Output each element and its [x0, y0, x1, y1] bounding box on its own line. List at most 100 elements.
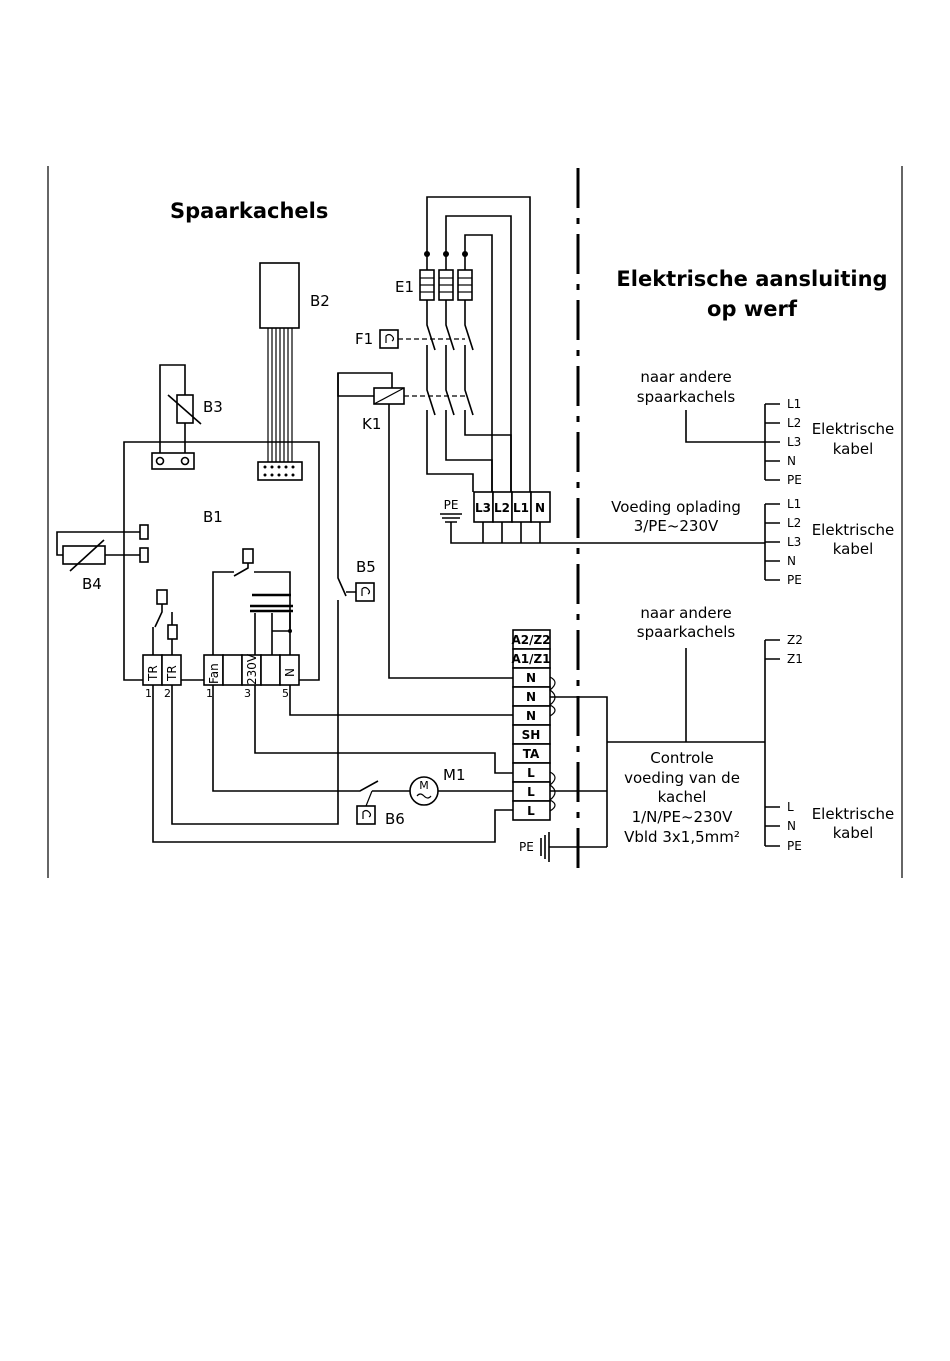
f1-contacts — [426, 300, 474, 380]
k1-contacts — [426, 380, 512, 492]
wire-tr1-to-terminal — [152, 685, 513, 843]
cable-2-pe: PE — [787, 573, 802, 587]
m1-motor-symbol: M — [419, 779, 429, 792]
b1-pin-5: 5 — [282, 687, 289, 700]
site-title-line1: Elektrische aansluiting — [616, 267, 887, 291]
label-b5: B5 — [356, 558, 376, 576]
site-title-line2: op werf — [707, 297, 798, 321]
cable-1-l2: L2 — [787, 416, 801, 430]
label-f1: F1 — [355, 330, 373, 348]
b6-symbol-mark — [362, 809, 372, 819]
transformer-windings — [254, 613, 291, 655]
b5-thermostat-symbol — [355, 582, 375, 602]
cable-1-label-line1: Elektrische — [812, 420, 895, 438]
control-supply-line3: kachel — [658, 788, 707, 806]
label-b1: B1 — [203, 508, 223, 526]
b3-variable-arrow — [167, 394, 202, 425]
cable-3-4-bus — [764, 639, 780, 847]
control-terminal-ta: TA — [523, 747, 540, 761]
control-terminal-sh: SH — [522, 728, 541, 742]
terminal-bridge-l — [548, 771, 556, 812]
b2-connector — [257, 461, 303, 481]
label-b2: B2 — [310, 292, 330, 310]
b3-connector — [151, 452, 195, 470]
e1-heating-elements — [419, 269, 473, 301]
control-supply-line4: 1/N/PE~230V — [632, 808, 734, 826]
cable-2-n: N — [787, 554, 796, 568]
cable-3-z1: Z1 — [787, 652, 803, 666]
label-b4: B4 — [82, 575, 102, 593]
cable-2-label-line1: Elektrische — [812, 521, 895, 539]
b4-pin-2 — [139, 547, 149, 563]
label-k1: K1 — [362, 415, 381, 433]
control-terminal-l-3: L — [527, 804, 535, 818]
cable-1-pe: PE — [787, 473, 802, 487]
cable-2-l2: L2 — [787, 516, 801, 530]
control-terminal-n-3: N — [526, 709, 536, 723]
cable-1-label-line2: kabel — [833, 440, 874, 458]
b1-pin-1b: 1 — [206, 687, 213, 700]
power-terminal-n-label: N — [535, 501, 545, 515]
cable-4-n: N — [787, 819, 796, 833]
b3-pin-1 — [155, 456, 165, 466]
heater-title: Spaarkachels — [170, 199, 328, 223]
control-supply-line1: Controle — [650, 749, 713, 767]
wire-b1-n-to-terminal — [289, 685, 513, 716]
f1-thermostat-symbol — [379, 329, 399, 349]
label-b6: B6 — [385, 810, 405, 828]
cable-4-label-line1: Elektrische — [812, 805, 895, 823]
cable-1-n: N — [787, 454, 796, 468]
control-terminal-block — [512, 629, 551, 821]
cable-1-bus — [764, 403, 780, 481]
control-terminal-a1z1: A1/Z1 — [511, 652, 550, 666]
other-heaters-1-wire — [685, 410, 765, 443]
cable-4-label-line2: kabel — [833, 824, 874, 842]
other-heaters-2-line2: spaarkachels — [637, 623, 736, 641]
b3-pin-2 — [180, 456, 190, 466]
cable-4-l: L — [787, 800, 794, 814]
control-supply-line2: voeding van de — [624, 769, 740, 787]
tr-relay-wiring — [152, 604, 173, 655]
b1-terminal-strip — [142, 654, 300, 686]
b1-terminal-fan: Fan — [207, 663, 221, 684]
b4-pin-1 — [139, 524, 149, 540]
control-terminal-a2z2: A2/Z2 — [511, 633, 550, 647]
pe-symbol-top — [440, 513, 462, 523]
cable-3-z2: Z2 — [787, 633, 803, 647]
fan-relay-indicator — [242, 548, 254, 564]
cable-1-l3: L3 — [787, 435, 801, 449]
pe-label-bottom: PE — [519, 840, 534, 854]
charging-supply-line2: 3/PE~230V — [634, 517, 719, 535]
b1-pin-2: 2 — [164, 687, 171, 700]
charging-supply-bus — [450, 522, 765, 544]
other-heaters-1-line2: spaarkachels — [637, 388, 736, 406]
power-terminal-l3-label: L3 — [475, 501, 491, 515]
label-e1: E1 — [395, 278, 414, 296]
m1-ac-symbol — [416, 793, 432, 799]
control-supply-line5: Vbld 3x1,5mm² — [624, 828, 740, 846]
b1-terminal-tr-2: TR — [165, 665, 179, 682]
b1-terminal-n: N — [283, 668, 297, 677]
transformer-junction — [288, 629, 292, 633]
cable-2-bus — [764, 503, 780, 581]
b1-pin-3: 3 — [244, 687, 251, 700]
control-terminal-l-2: L — [527, 785, 535, 799]
pe-symbol-bottom — [540, 832, 607, 862]
b3-wiring — [159, 364, 186, 453]
b6-thermostat-symbol — [356, 805, 376, 825]
label-b3: B3 — [203, 398, 223, 416]
f1-symbol-mark — [385, 333, 395, 343]
e1-return-wiring — [426, 196, 531, 492]
label-m1: M1 — [443, 766, 466, 784]
charging-supply-line1: Voeding oplading — [611, 498, 741, 516]
other-heaters-2-line1: naar andere — [640, 604, 731, 622]
k1-coil-mark — [373, 387, 405, 405]
b2-ribbon-cable — [267, 328, 293, 462]
other-heaters-1-line1: naar andere — [640, 368, 731, 386]
pe-label-top: PE — [444, 498, 459, 512]
power-terminal-l1-label: L1 — [513, 501, 529, 515]
b5-contact-wiring — [171, 373, 356, 825]
tr-resistor — [167, 624, 178, 640]
b2-module — [259, 262, 300, 329]
power-terminal-l2-label: L2 — [494, 501, 510, 515]
